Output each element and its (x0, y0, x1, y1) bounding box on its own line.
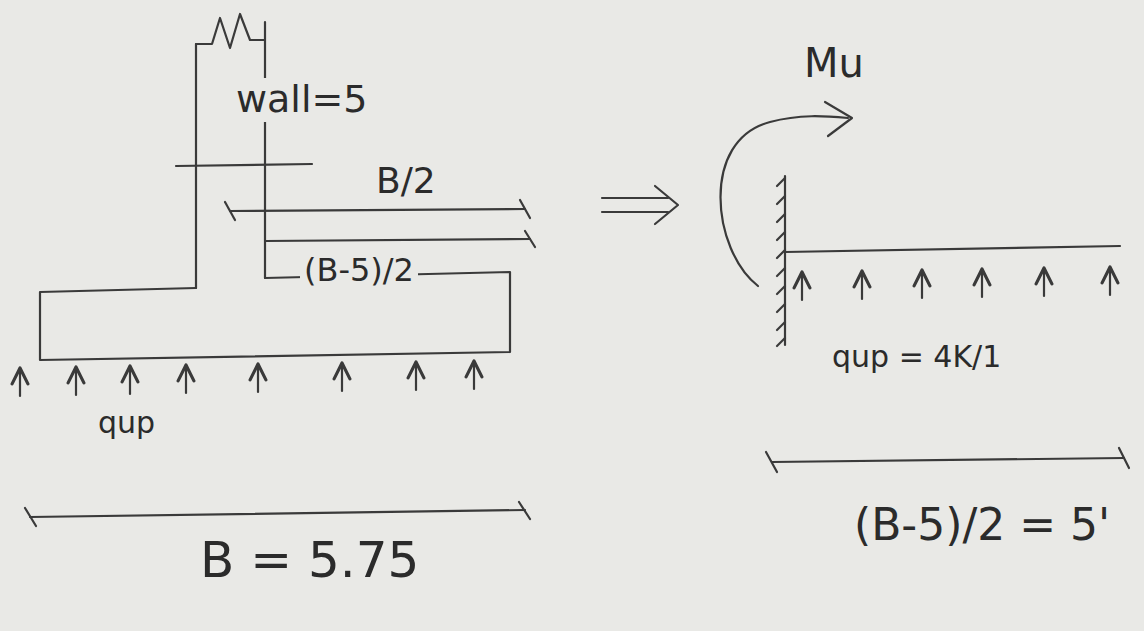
sketch-label: (B-5)/2 = 5' (850, 500, 1114, 551)
wall (176, 14, 312, 288)
sketch-label: B/2 (372, 160, 440, 201)
sketch-label: B = 5.75 (196, 532, 423, 590)
sketch-label: (B-5)/2 (300, 252, 418, 289)
implies-arrow (602, 186, 678, 224)
dimension-lines (25, 200, 535, 526)
pressure-arrows (20, 361, 474, 396)
cantilever (721, 102, 1130, 472)
sketch-label: wall=5 (232, 78, 372, 122)
footing (40, 272, 510, 360)
sketch-label: qup (94, 406, 159, 441)
sketch-label: Mu (800, 40, 868, 86)
sketch-label: qup = 4K/1 (828, 340, 1005, 375)
